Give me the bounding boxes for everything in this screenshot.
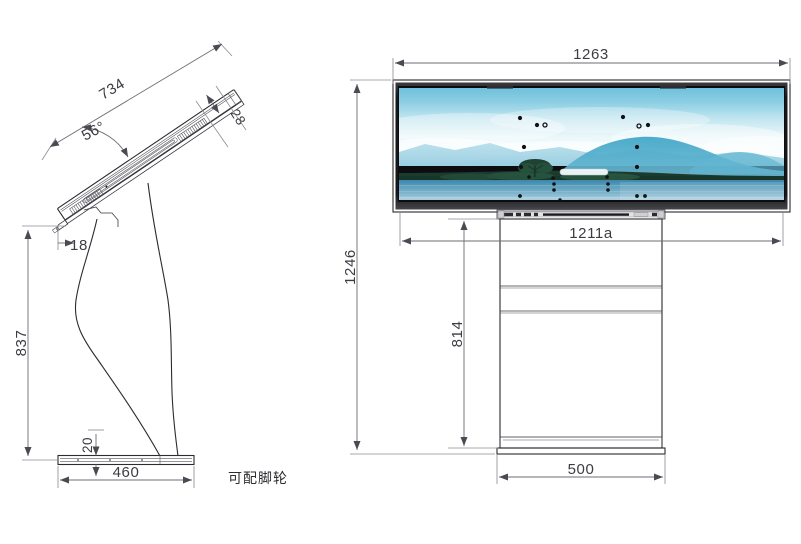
dim-label-734: 734 xyxy=(96,75,128,103)
dimension-460: 460 xyxy=(57,464,195,488)
dim-label-56deg: 56° xyxy=(79,118,109,145)
hinge-bracket xyxy=(83,206,119,227)
io-connector-strip xyxy=(496,209,666,220)
dimension-500: 500 xyxy=(496,454,666,484)
base-plate xyxy=(57,454,195,466)
dim-label-1263: 1263 xyxy=(573,46,609,63)
dimension-28: 28 xyxy=(195,85,249,148)
screen-image xyxy=(399,88,784,200)
dim-label-28: 28 xyxy=(227,106,248,128)
dimension-814: 814 xyxy=(448,218,498,449)
dim-label-460: 460 xyxy=(113,464,140,481)
glass-glare-pill xyxy=(559,168,609,176)
dimension-837: 837 xyxy=(13,225,66,461)
dimension-1263: 1263 xyxy=(392,46,791,84)
dimension-20: 20 xyxy=(80,429,104,476)
dim-label-20: 20 xyxy=(80,437,95,453)
pedestal-rear-profile xyxy=(147,182,179,457)
dim-label-814: 814 xyxy=(449,321,466,348)
dim-label-837: 837 xyxy=(13,330,30,357)
note-castor-label: 可配脚轮 xyxy=(228,471,288,487)
tilted-display-panel xyxy=(52,89,245,234)
front-elevation-view: 1263 1246 1211a 814 xyxy=(342,46,791,484)
dimension-734: 734 xyxy=(41,40,233,161)
tree-graphic xyxy=(518,159,553,177)
vent-grille-right xyxy=(176,117,208,142)
dimension-56-degree: 56° xyxy=(79,118,129,158)
cabinet-body xyxy=(496,218,666,455)
dim-label-1211a: 1211a xyxy=(569,225,613,242)
dimension-1246: 1246 xyxy=(342,79,495,455)
vent-grille-left xyxy=(69,188,104,215)
screen-touch-points xyxy=(517,114,651,202)
side-elevation-view: 734 28 56° 18 xyxy=(13,40,288,488)
dim-label-18: 18 xyxy=(70,237,88,254)
bezel-top-notches xyxy=(487,86,686,89)
dimension-18: 18 xyxy=(57,225,88,254)
dim-label-1246: 1246 xyxy=(342,249,359,285)
pedestal-front-profile xyxy=(74,218,161,457)
dim-label-500: 500 xyxy=(568,461,595,478)
